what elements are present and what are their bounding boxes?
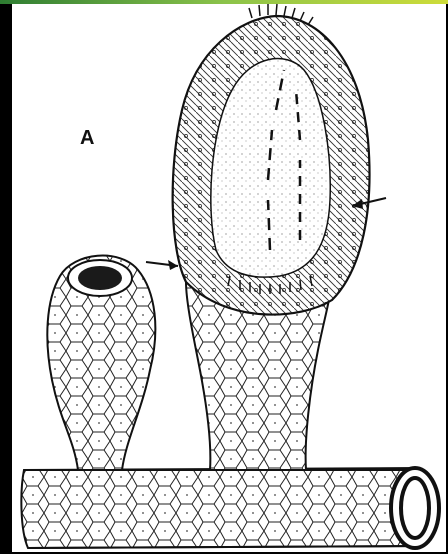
small-stalked-cup [47, 256, 155, 470]
large-stalked-cup [173, 4, 370, 470]
tube-opening [391, 468, 439, 548]
pointer-arrow-left [146, 260, 178, 270]
cup-lumen [78, 266, 122, 290]
horizontal-stolon-tube [21, 468, 420, 548]
panel-label: A [80, 127, 94, 150]
